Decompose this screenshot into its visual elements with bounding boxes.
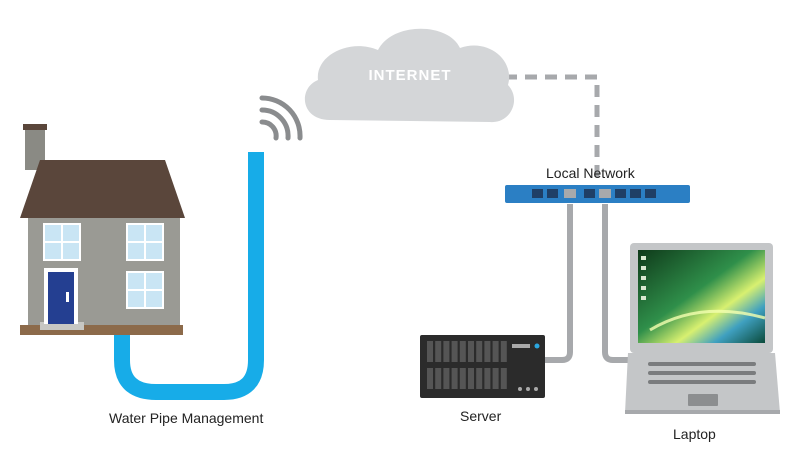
server-cable: [545, 204, 573, 363]
water-pipe: [114, 152, 264, 400]
drive-bay: [459, 368, 466, 389]
laptop-icon: [625, 243, 780, 414]
drive-bay: [500, 368, 507, 389]
pipe-label: Water Pipe Management: [109, 410, 264, 426]
laptop-cable: [602, 204, 630, 363]
internet-link: [505, 74, 600, 192]
drive-bay: [484, 341, 491, 362]
drive-bay: [476, 368, 483, 389]
drive-bay: [451, 368, 458, 389]
network-switch-icon: [505, 185, 690, 203]
cloud-label: INTERNET: [369, 67, 452, 84]
drive-bay: [427, 368, 433, 389]
house-icon: [20, 124, 185, 335]
laptop-label: Laptop: [673, 426, 716, 442]
wifi-signal-icon: [259, 95, 303, 141]
cloud-icon: INTERNET: [304, 28, 515, 123]
drive-bay: [468, 341, 474, 362]
drive-bay: [443, 368, 450, 389]
laptop-screen: [638, 250, 765, 343]
drive-bay: [435, 368, 442, 389]
server-label: Server: [460, 408, 502, 424]
drive-bay: [427, 341, 433, 362]
drive-bay: [476, 341, 483, 362]
drive-bay: [443, 341, 450, 362]
drive-bay: [500, 341, 507, 362]
drive-bay: [451, 341, 458, 362]
drive-bay: [435, 341, 442, 362]
network-label: Local Network: [546, 165, 635, 181]
drive-bay: [492, 368, 499, 389]
server-icon: [420, 335, 545, 398]
drive-bay: [459, 341, 466, 362]
drive-bay: [484, 368, 491, 389]
drive-bay: [492, 341, 499, 362]
drive-bay: [468, 368, 474, 389]
